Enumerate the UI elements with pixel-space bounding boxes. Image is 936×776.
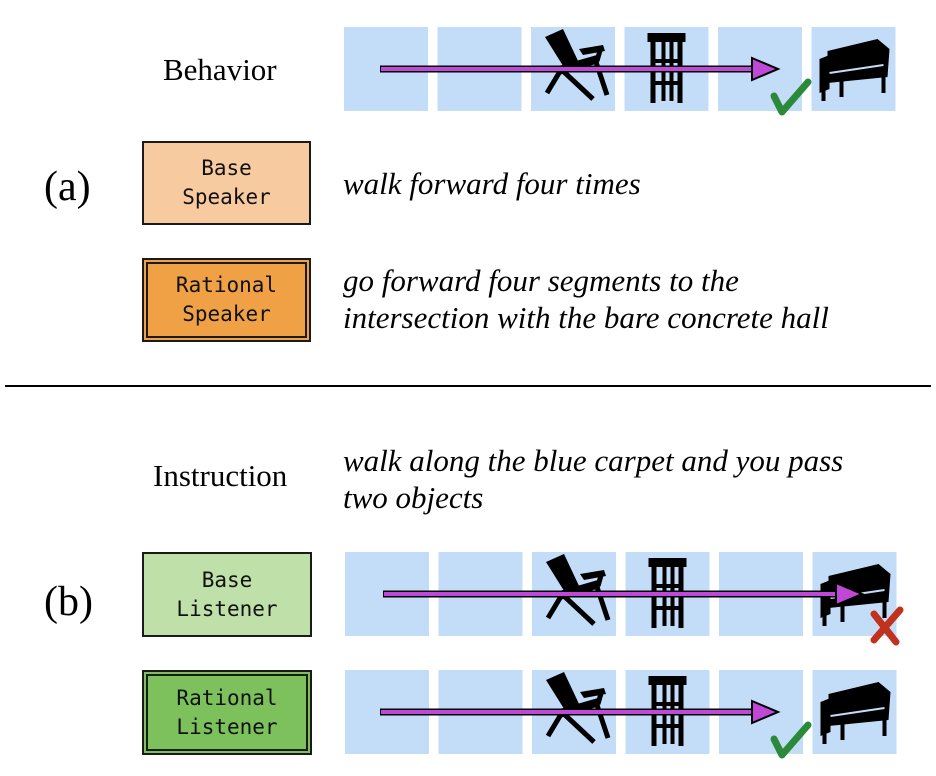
path-arrowhead [751,56,781,82]
box-label-line: Speaker [182,185,271,209]
box-label-line: Base [201,156,252,180]
cross-mark-icon [870,606,904,646]
instruction-line: two objects [343,480,484,515]
instruction-line: walk along the blue carpet and you pass [343,443,844,478]
box-label-line: Rational [176,685,278,710]
box-label-line: Speaker [182,302,271,326]
sofa-icon [819,39,890,101]
base-listener-box: Base Listener [142,552,312,637]
instruction-label: Instruction [153,458,288,493]
box-label-line: Listener [176,596,278,621]
panel-b-letter: (b) [44,579,93,625]
box-label-line: Rational [175,273,278,297]
check-mark-icon [770,78,812,116]
rational-listener-box: Rational Listener [142,670,312,755]
panel-a-letter: (a) [44,164,91,210]
utterance-line: intersection with the bare concrete hall [343,300,829,335]
rational-speaker-utterance: go forward four segments to the intersec… [343,262,829,336]
base-speaker-box: Base Speaker [142,141,311,225]
check-mark-icon [770,721,812,759]
path-arrowhead [835,581,865,607]
path-arrowhead [751,699,781,725]
panel-divider [5,385,931,387]
behavior-label: Behavior [163,52,277,87]
box-label-line: Listener [176,714,278,739]
chair-icon [544,29,610,101]
instruction-text: walk along the blue carpet and you pass … [343,442,843,516]
utterance-line: go forward four segments to the [343,263,739,298]
utterance-line: walk forward four times [343,166,641,201]
base-speaker-utterance: walk forward four times [343,165,641,202]
rational-speaker-box: Rational Speaker [142,258,311,342]
sofa-icon [820,682,891,744]
box-label-line: Base [201,567,253,592]
